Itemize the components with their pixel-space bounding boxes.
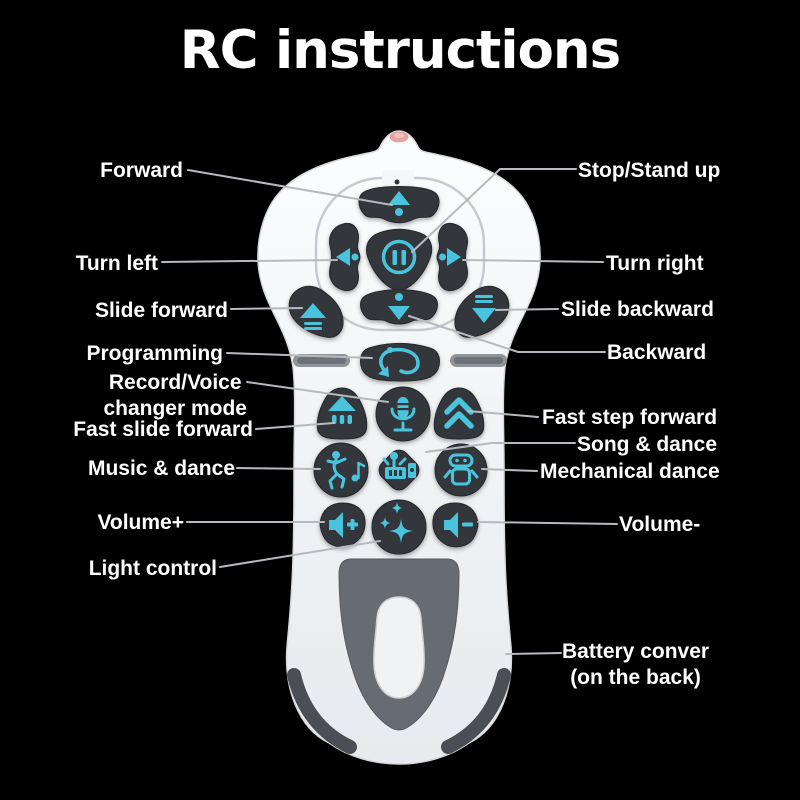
speaker-minus-icon [444,512,473,538]
record-button[interactable] [375,386,431,442]
callout-line-fast-slide-forward [255,422,335,430]
callout-light: Light control [88,557,217,580]
callout-line-fast-step-forward [467,410,539,418]
slide-forward-button[interactable] [288,285,344,338]
volume-up-button[interactable] [319,502,366,548]
callout-battery: Battery conver (on the back) [562,640,710,689]
fast-up-arrow-icon [328,396,356,424]
backward-button[interactable] [360,289,438,325]
led-tip-highlight [394,133,404,138]
dj-icon [382,452,416,479]
right-slot [450,354,507,367]
callout-slide-forward: Slide forward [94,299,228,322]
slide-down-icon [472,295,496,323]
callout-line-light [219,540,381,568]
fast-step-forward-button[interactable] [433,387,485,440]
callout-line-turn-right [462,259,604,263]
callout-volume-up: Volume+ [97,511,184,534]
sparkle-icon [380,502,413,543]
microphone-icon [390,397,416,432]
indicator-dot [394,179,400,185]
callout-line-slide-forward [230,307,303,310]
pause-icon [381,239,417,275]
callout-line-slide-backward [495,308,559,311]
stop-button[interactable] [365,228,433,291]
callout-line-forward [187,169,393,206]
remote-body [257,130,541,765]
callout-mechanical-dance: Mechanical dance [540,460,720,483]
programming-button[interactable] [360,343,440,382]
dpad-ring-gap [382,170,414,188]
callout-line-programming [226,352,373,359]
callout-line-record [246,381,389,403]
callout-line-volume-down [477,521,618,525]
callout-slide-backward: Slide backward [561,298,714,321]
forward-button[interactable] [358,186,440,224]
callout-fast-slide-forward: Fast slide forward [73,418,253,441]
turn-right-button[interactable] [436,222,468,292]
callout-song-dance: Song & dance [577,433,718,456]
callout-programming: Programming [86,342,223,365]
robot-icon [443,453,479,486]
slide-up-icon [300,303,326,330]
turn-left-button[interactable] [329,222,361,292]
right-grip-pad [441,668,511,754]
song-dance-button[interactable] [375,446,423,494]
callout-line-song-dance [425,442,576,453]
callout-line-turn-left [161,259,338,263]
loop-arrow-icon [378,347,420,377]
callout-turn-left: Turn left [75,252,158,275]
light-control-button[interactable] [371,499,427,555]
left-grip-pad [287,668,357,754]
callout-backward: Backward [607,341,707,364]
callout-volume-down: Volume- [619,513,701,536]
right-arrow-icon [439,248,461,266]
up-arrow-icon [388,191,410,216]
callout-line-music-dance [236,467,321,470]
callout-turn-right: Turn right [606,252,704,275]
callout-line-mechanical-dance [481,468,538,472]
down-arrow-icon [388,293,410,320]
left-arrow-icon [336,248,359,266]
speaker-plus-icon [329,512,358,538]
callout-line-stop [411,168,577,253]
mechanical-dance-button[interactable] [434,443,488,497]
callout-record: Record/Voice changer mode [103,371,247,420]
callout-forward: Forward [100,159,183,182]
callout-line-battery [505,652,562,655]
fast-slide-forward-button[interactable] [316,387,368,440]
page-title: RC instructions [179,20,621,81]
callout-line-backward [408,315,606,353]
callout-fast-step-forward: Fast step forward [542,406,718,429]
callout-music-dance: Music & dance [87,457,235,480]
callout-stop: Stop/Stand up [578,159,721,182]
callout-lines [161,168,618,655]
double-chevron-up-icon [444,397,474,429]
battery-panel-cutout [373,596,425,699]
volume-down-button[interactable] [432,502,479,548]
music-dance-button[interactable] [313,442,369,498]
remote-shell [257,130,541,765]
dancer-icon [326,451,366,490]
